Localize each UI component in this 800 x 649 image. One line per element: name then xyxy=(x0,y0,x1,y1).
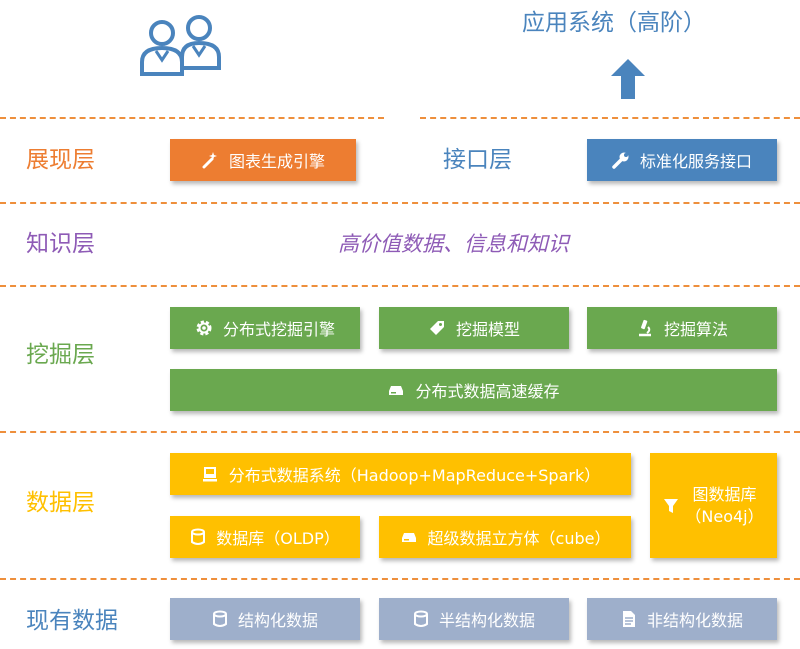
presentation-layer-label: 展现层 xyxy=(26,147,95,173)
graph-database-sublabel: （Neo4j） xyxy=(685,506,764,526)
mining-algorithm-box: 挖掘算法 xyxy=(587,307,777,349)
chart-engine-label: 图表生成引擎 xyxy=(228,152,325,171)
divider-line xyxy=(0,285,800,287)
hard-drive-icon xyxy=(400,528,418,546)
distributed-cache-label: 分布式数据高速缓存 xyxy=(415,382,560,401)
interface-layer-label: 接口层 xyxy=(443,147,512,173)
structured-data-label: 结构化数据 xyxy=(237,611,318,630)
knowledge-text: 高价值数据、信息和知识 xyxy=(338,232,569,256)
mining-model-label: 挖掘模型 xyxy=(455,320,520,339)
chart-engine-box: 图表生成引擎 xyxy=(170,139,356,181)
distributed-data-system-box: 分布式数据系统（Hadoop+MapReduce+Spark） xyxy=(170,453,631,495)
mining-algorithm-label: 挖掘算法 xyxy=(663,320,728,339)
divider-line xyxy=(0,578,800,580)
structured-data-box: 结构化数据 xyxy=(170,598,360,640)
divider-line xyxy=(420,117,800,119)
knowledge-layer-label: 知识层 xyxy=(26,231,95,257)
graph-database-box: 图数据库 （Neo4j） xyxy=(650,453,777,558)
hard-drive-icon xyxy=(387,381,405,399)
tag-icon xyxy=(428,319,446,337)
database-icon xyxy=(212,610,228,628)
database-icon xyxy=(190,528,206,546)
distributed-mining-engine-label: 分布式挖掘引擎 xyxy=(222,320,335,339)
oldp-database-box: 数据库（OLDP） xyxy=(170,516,360,558)
service-interface-box: 标准化服务接口 xyxy=(587,139,777,181)
document-icon xyxy=(621,610,637,628)
unstructured-data-label: 非结构化数据 xyxy=(646,611,743,630)
graph-database-label: 图数据库 xyxy=(692,484,757,504)
magic-wand-icon xyxy=(201,151,219,169)
distributed-mining-engine-box: 分布式挖掘引擎 xyxy=(170,307,360,349)
semi-structured-data-label: 半结构化数据 xyxy=(438,611,535,630)
divider-line xyxy=(0,117,384,119)
unstructured-data-box: 非结构化数据 xyxy=(587,598,777,640)
distributed-data-system-label: 分布式数据系统（Hadoop+MapReduce+Spark） xyxy=(228,466,601,485)
arrow-up-icon xyxy=(610,58,646,100)
data-cube-label: 超级数据立方体（cube） xyxy=(427,529,611,548)
divider-line xyxy=(0,431,800,433)
semi-structured-data-box: 半结构化数据 xyxy=(379,598,569,640)
server-icon xyxy=(201,465,219,483)
app-system-title: 应用系统（高阶） xyxy=(522,10,706,36)
distributed-cache-box: 分布式数据高速缓存 xyxy=(170,369,777,411)
data-cube-box: 超级数据立方体（cube） xyxy=(379,516,631,558)
oldp-database-label: 数据库（OLDP） xyxy=(216,529,340,548)
database-icon xyxy=(413,610,429,628)
divider-line xyxy=(0,202,800,204)
existing-data-label: 现有数据 xyxy=(26,608,118,634)
users-icon xyxy=(136,8,226,78)
wrench-icon xyxy=(612,151,630,169)
microscope-icon xyxy=(636,319,654,337)
mining-model-box: 挖掘模型 xyxy=(379,307,569,349)
filter-icon xyxy=(663,497,679,515)
service-interface-label: 标准化服务接口 xyxy=(639,152,752,171)
mining-layer-label: 挖掘层 xyxy=(26,342,95,368)
gear-icon xyxy=(195,319,213,337)
data-layer-label: 数据层 xyxy=(26,490,95,516)
